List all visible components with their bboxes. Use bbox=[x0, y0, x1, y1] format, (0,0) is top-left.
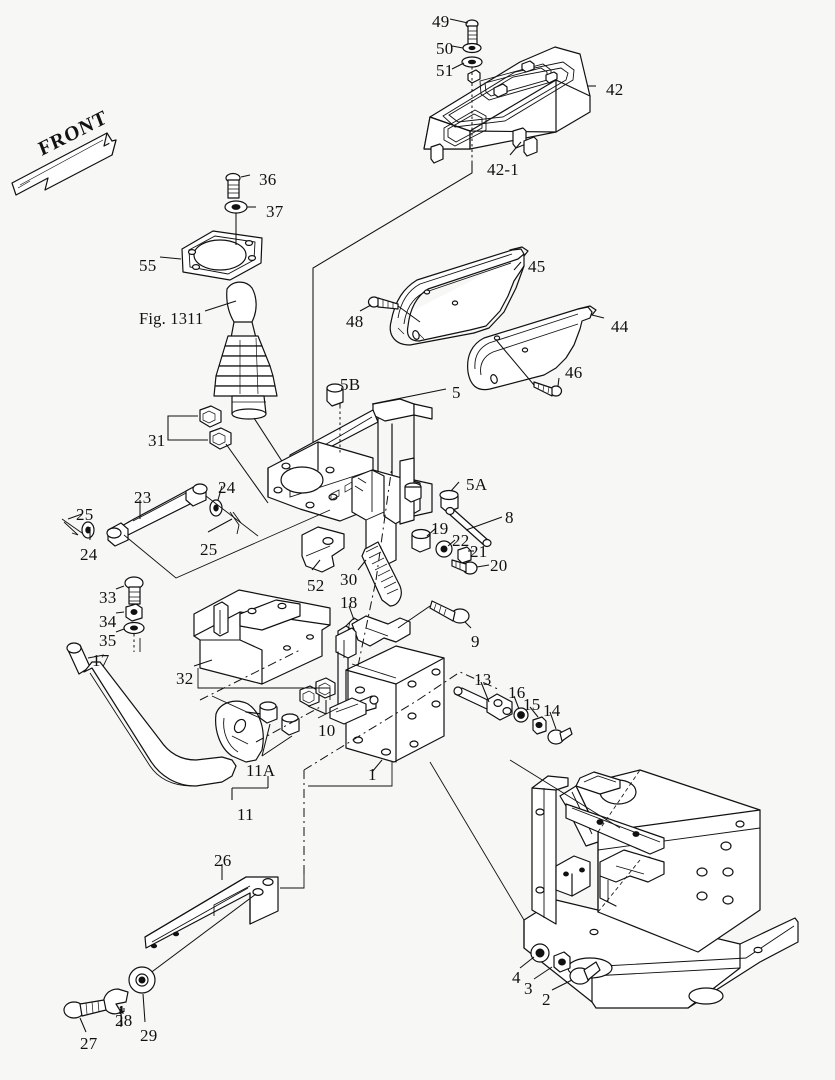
callout-cotter-pin: 25 bbox=[76, 505, 94, 524]
callout-spring: 18 bbox=[340, 593, 358, 612]
bolt-20 bbox=[451, 559, 490, 575]
cover-plate-32 bbox=[193, 589, 331, 685]
lock-washer-21 bbox=[457, 546, 474, 564]
stopper-plate-52 bbox=[301, 526, 345, 573]
callout-bolt: 49 bbox=[432, 12, 450, 31]
callout-clevis-rod: 13 bbox=[474, 670, 492, 689]
screw-46 bbox=[496, 340, 563, 397]
callout-joystick-reference: Fig. 1311 bbox=[139, 309, 204, 328]
callout-nut: 10 bbox=[318, 721, 336, 740]
washer-22 bbox=[435, 539, 456, 558]
callout-bolt: 20 bbox=[490, 556, 508, 575]
bolt-14 bbox=[547, 711, 573, 745]
washer-4 bbox=[519, 943, 550, 969]
callout-bolt: 33 bbox=[99, 588, 117, 607]
callout-bolt: 27 bbox=[80, 1034, 98, 1053]
washer-15 bbox=[529, 706, 547, 735]
pin-rod-8 bbox=[445, 506, 503, 548]
washer-35 bbox=[115, 621, 145, 652]
screw-48 bbox=[359, 296, 421, 323]
callout-snap-ring: 28 bbox=[115, 1011, 133, 1030]
mounting-bracket-26 bbox=[144, 864, 279, 978]
gas-spring-23 bbox=[106, 483, 208, 547]
callout-screw: 48 bbox=[346, 312, 364, 331]
washer-29 bbox=[128, 966, 156, 1023]
console-cover-42 bbox=[423, 46, 596, 164]
callout-screw: 46 bbox=[565, 363, 583, 382]
callout-bolt: 9 bbox=[471, 632, 480, 651]
bolt-27 bbox=[63, 999, 107, 1033]
pin-16 bbox=[513, 695, 529, 723]
main-bracket-5 bbox=[267, 388, 447, 569]
callout-lock-washer: 34 bbox=[99, 612, 117, 631]
base-frame bbox=[523, 769, 799, 1009]
callout-washer: 15 bbox=[523, 695, 541, 714]
callout-right-cover: 44 bbox=[611, 317, 629, 336]
callout-washer: 29 bbox=[140, 1026, 158, 1045]
callout-pin: 16 bbox=[508, 683, 526, 702]
callout-boot-plate: 55 bbox=[139, 256, 157, 275]
callout-left-cover: 45 bbox=[528, 257, 546, 276]
callout-main-housing: 1 bbox=[368, 765, 377, 784]
callout-lock-washer: 51 bbox=[436, 61, 454, 80]
cotter-pin-25-left bbox=[61, 513, 83, 536]
bolt-33 bbox=[115, 576, 144, 605]
bushing-11A bbox=[259, 701, 300, 757]
boot-plate-assembly bbox=[159, 172, 263, 281]
bolt-9 bbox=[397, 600, 472, 629]
callout-rod-grip: 17 bbox=[92, 651, 110, 670]
clevis-rod-13 bbox=[453, 681, 513, 721]
nut-31-pair bbox=[167, 405, 269, 504]
callout-lever-arm: 11 bbox=[237, 805, 254, 824]
washer-24-right bbox=[209, 485, 223, 517]
callout-washer: 37 bbox=[266, 202, 284, 221]
callout-pin-rod: 8 bbox=[505, 508, 514, 527]
callout-cover-plate: 32 bbox=[176, 669, 194, 688]
callout-mounting-bracket: 26 bbox=[214, 851, 232, 870]
callout-bushing: 5A bbox=[466, 475, 488, 494]
callout-lock-washer: 21 bbox=[470, 542, 488, 561]
collar-19 bbox=[411, 527, 437, 553]
callout-bushing: 11A bbox=[246, 761, 276, 780]
callout-spring: 30 bbox=[340, 570, 358, 589]
callout-main-bracket: 5 bbox=[452, 383, 461, 402]
bushing-5B bbox=[326, 383, 344, 455]
callout-bolt: 14 bbox=[543, 701, 561, 720]
callout-nut: 31 bbox=[148, 431, 166, 450]
callout-bolt: 36 bbox=[259, 170, 277, 189]
callout-washer: 24 bbox=[80, 545, 98, 564]
callout-bolt: 2 bbox=[542, 990, 551, 1009]
bolt-2 bbox=[551, 961, 601, 991]
callout-bushing: 5B bbox=[340, 375, 361, 394]
left-cover-45 bbox=[389, 246, 529, 346]
callout-cotter-pin: 25 bbox=[200, 540, 218, 559]
callout-washer: 4 bbox=[512, 968, 521, 987]
callout-washer: 24 bbox=[218, 478, 236, 497]
callout-washer: 35 bbox=[99, 631, 117, 650]
fastener-49-50-51 bbox=[312, 18, 483, 452]
spring-30 bbox=[357, 541, 402, 607]
lock-washer-3 bbox=[533, 951, 571, 980]
joystick-assembly bbox=[204, 281, 299, 487]
lock-washer-34 bbox=[115, 603, 143, 622]
callout-console-clip: 42-1 bbox=[487, 160, 519, 179]
bushing-5A bbox=[404, 481, 460, 513]
callout-collar: 19 bbox=[431, 519, 449, 538]
callout-washer: 22 bbox=[452, 531, 470, 550]
callout-stopper-plate: 52 bbox=[307, 576, 325, 595]
right-cover-44 bbox=[467, 305, 605, 391]
washer-24-left bbox=[81, 521, 95, 540]
callout-lock-washer: 3 bbox=[524, 979, 533, 998]
front-arrow-icon bbox=[11, 132, 117, 196]
callout-gas-spring: 23 bbox=[134, 488, 152, 507]
callout-console-cover: 42 bbox=[606, 80, 624, 99]
callout-washer: 50 bbox=[436, 39, 454, 58]
main-housing-1 bbox=[329, 615, 445, 773]
